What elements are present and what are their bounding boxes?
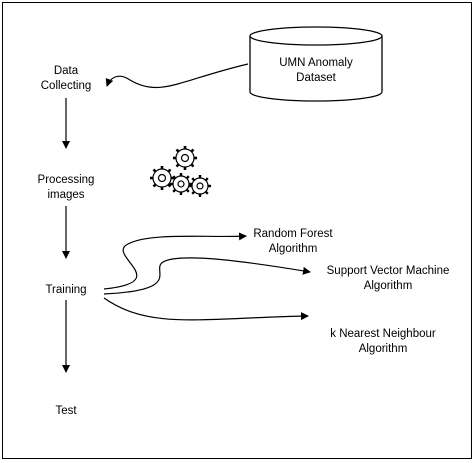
processing-images-label: Processing images (37, 174, 95, 201)
diagram-frame (2, 2, 472, 459)
edge-training-to-knn (103, 297, 309, 321)
gears-icon (150, 146, 211, 197)
data-collecting-label: Data Collecting (40, 65, 92, 92)
knn-label: k Nearest Neighbour Algorithm (330, 328, 436, 355)
svm-label: Support Vector Machine Algorithm (326, 265, 450, 292)
test-label: Test (55, 405, 77, 417)
dataset-cylinder (249, 26, 383, 102)
edge-dataset-to-collecting (105, 63, 249, 89)
random-forest-label: Random Forest Algorithm (253, 228, 333, 255)
edge-training-to-svm (103, 257, 311, 295)
dataset-label: UMN Anomaly Dataset (279, 57, 353, 84)
training-label: Training (45, 284, 87, 296)
edge-training-to-random-forest (103, 232, 247, 290)
